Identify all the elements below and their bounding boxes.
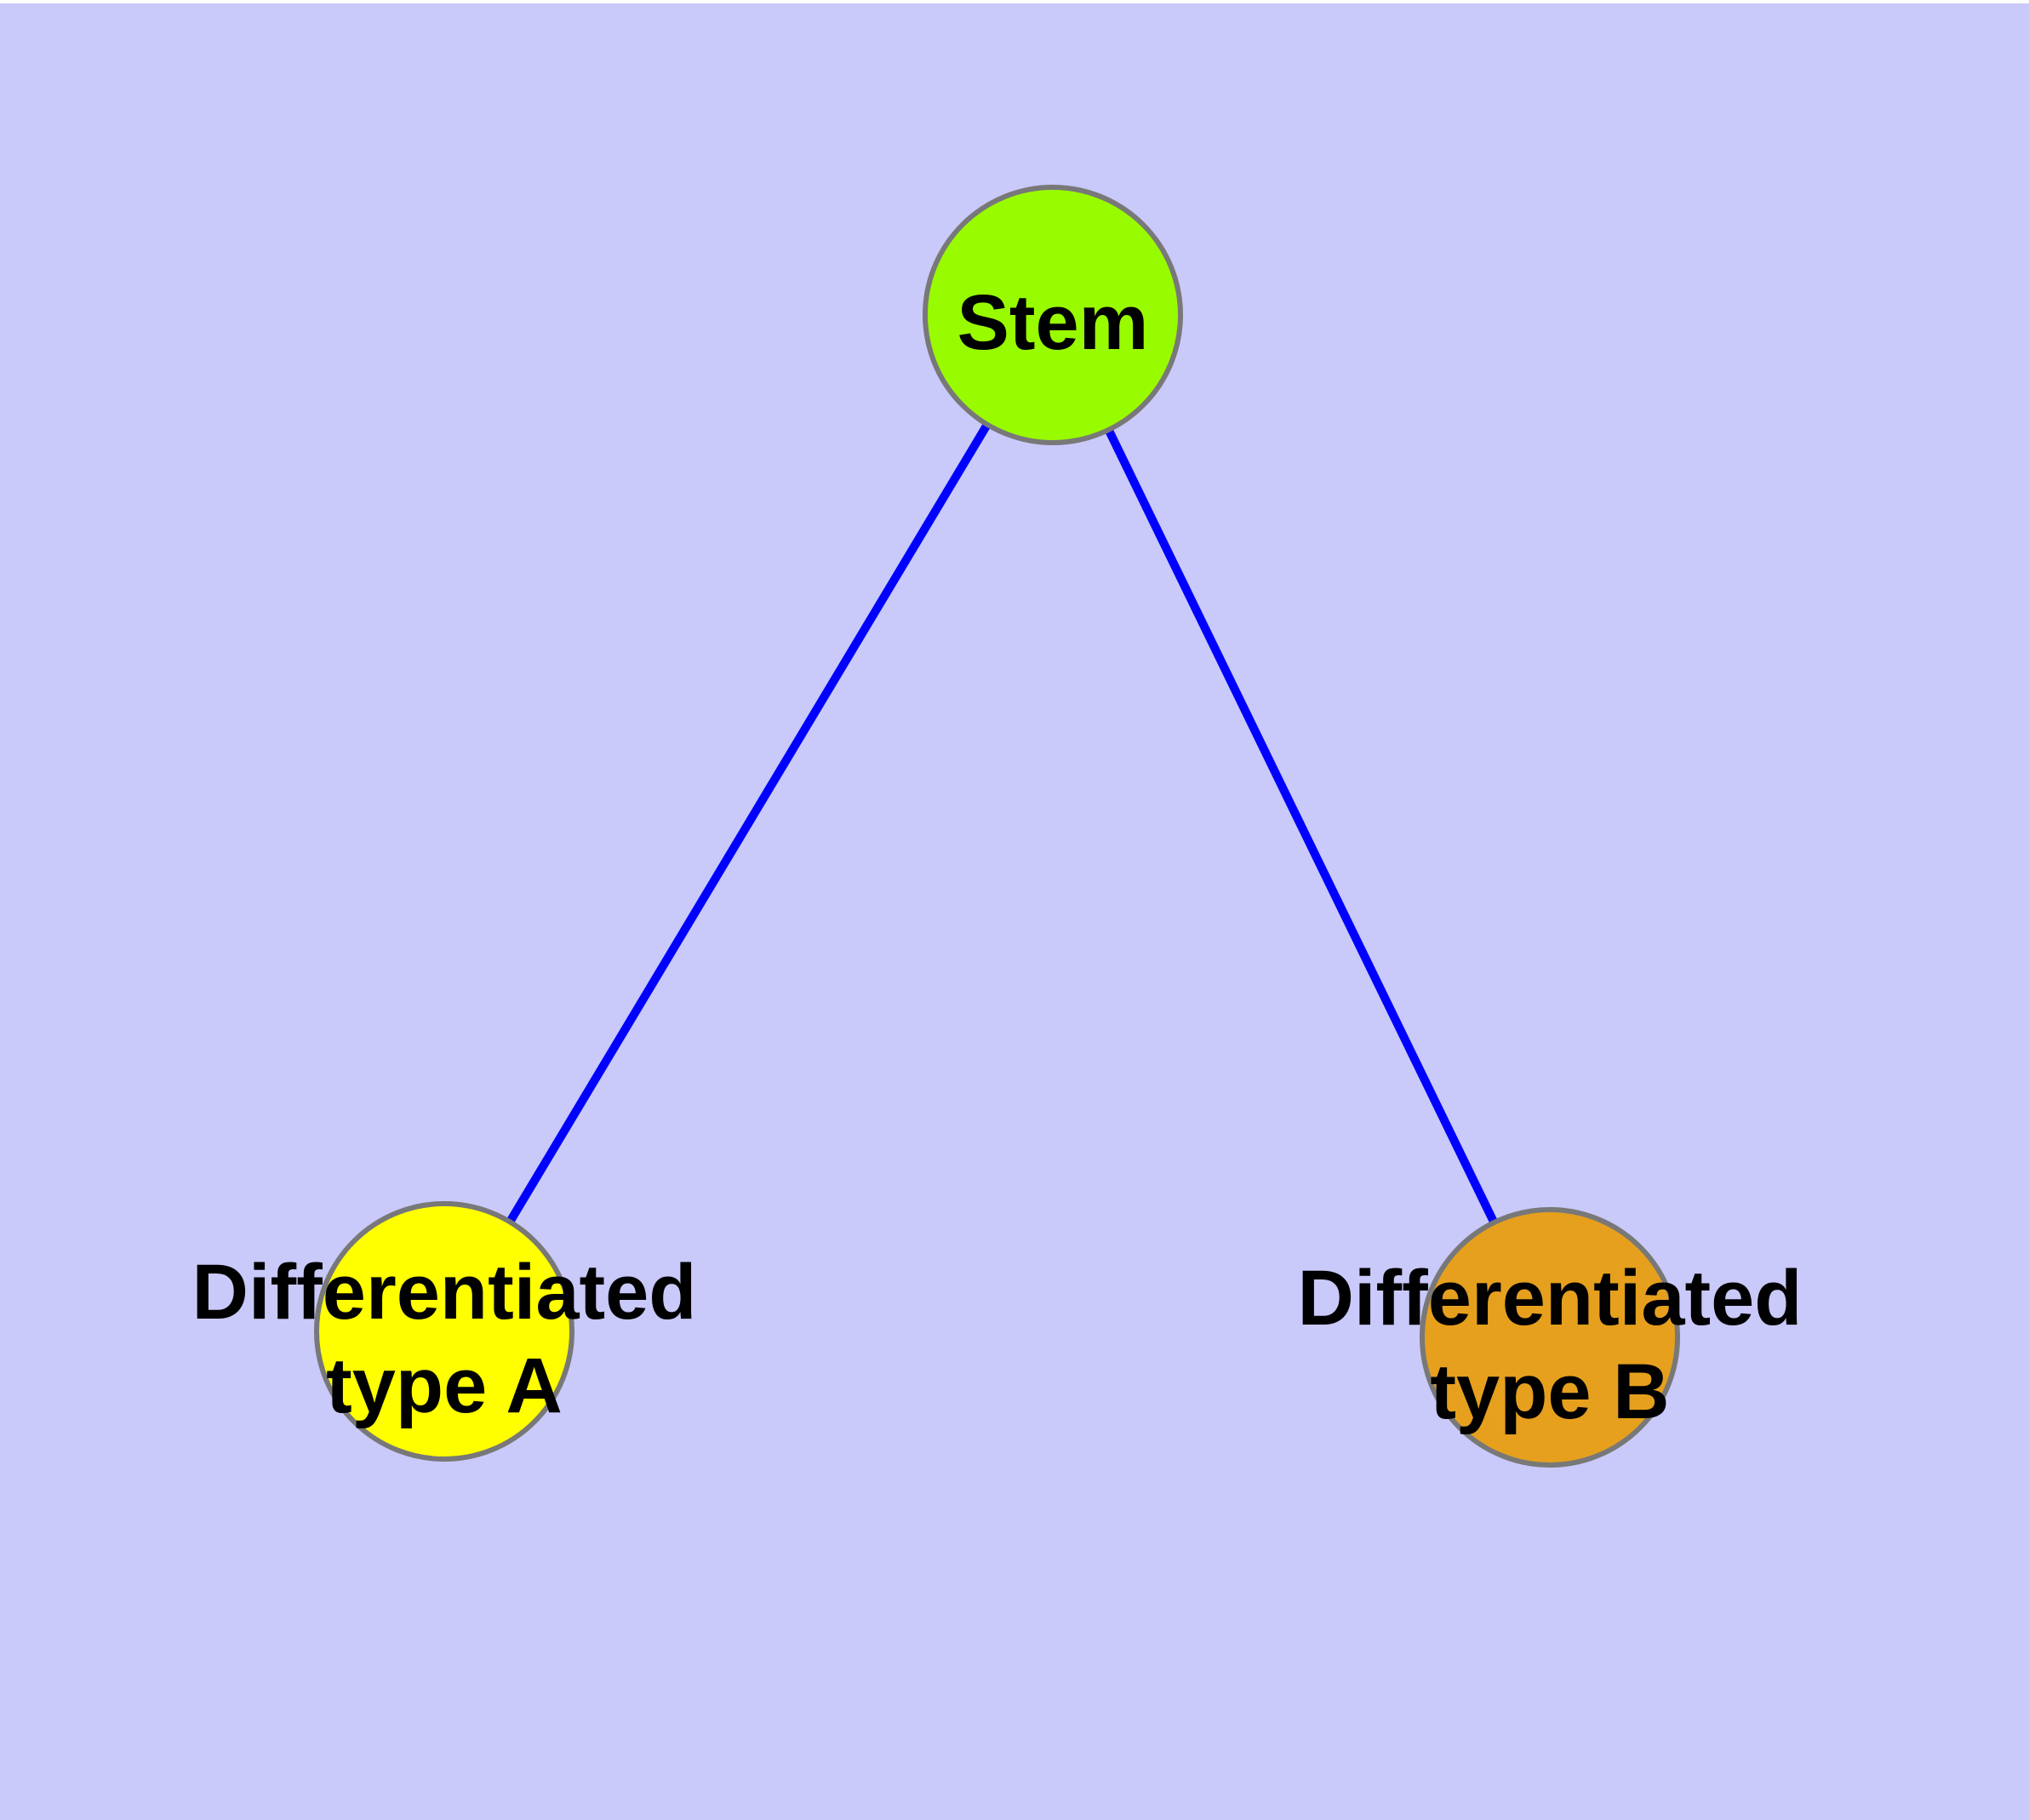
- node-differentiated-type-a: [314, 1201, 574, 1462]
- edge-stem-to-type-a: [440, 312, 1057, 1334]
- node-type-b-label-line1: Differentiated: [1298, 1255, 1803, 1342]
- node-type-b-label-line2: type B: [1430, 1348, 1669, 1435]
- node-stem: [923, 185, 1183, 445]
- edge-stem-to-type-b: [1049, 312, 1554, 1340]
- node-differentiated-type-b: [1420, 1207, 1680, 1468]
- node-type-a-label-line1: Differentiated: [192, 1249, 697, 1336]
- node-type-a-label-line2: type A: [326, 1342, 563, 1429]
- node-stem-label: Stem: [957, 279, 1149, 366]
